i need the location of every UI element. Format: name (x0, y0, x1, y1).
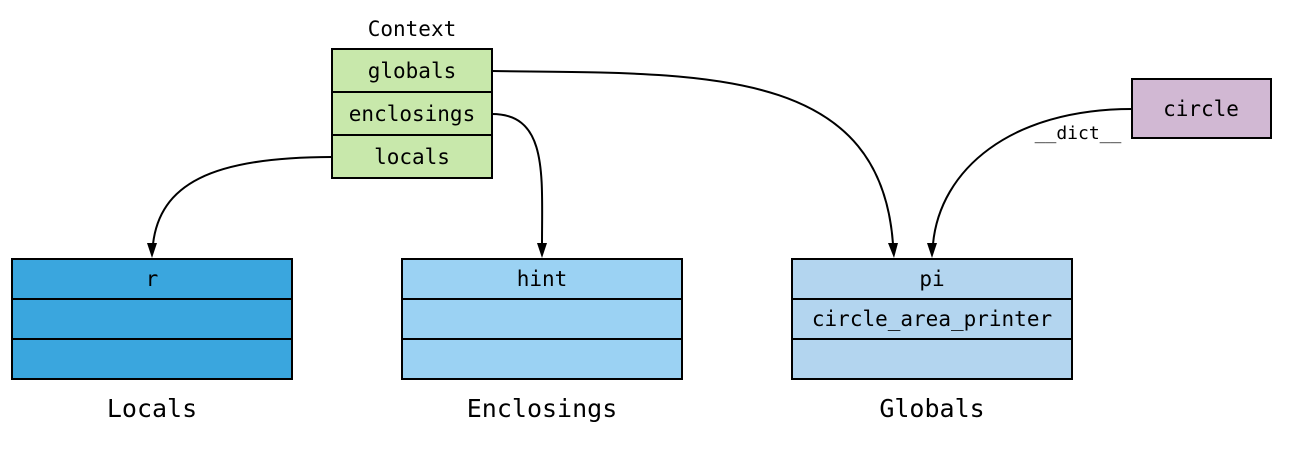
namespace-locals-cell (11, 258, 293, 300)
circle-node-label: circle (1163, 97, 1239, 121)
context-field-locals: locals (374, 145, 450, 169)
namespace-globals-cell (791, 298, 1073, 340)
namespace-locals-cell (11, 298, 293, 340)
edge-circle-dict-to-globals-ns (932, 108, 1133, 245)
namespace-enclosings-cell (401, 298, 683, 340)
arrowhead-globals (888, 243, 898, 258)
namespace-globals-entry: pi (919, 267, 944, 291)
namespace-globals-entry: circle_area_printer (812, 307, 1052, 331)
arrowhead-locals (147, 243, 157, 258)
circle-node: circle (1131, 78, 1272, 139)
arrowhead-circle-dict (927, 243, 937, 258)
namespace-enclosings-cell (401, 338, 683, 380)
context-field-locals-cell (331, 134, 493, 179)
namespace-globals-cell (791, 338, 1073, 380)
edges: __dict__ (147, 70, 1133, 258)
circle-node-box (1131, 78, 1272, 139)
edge-locals-to-locals-ns (152, 156, 333, 245)
namespace-locals-caption: Locals (107, 394, 197, 423)
namespace-locals-entry: r (146, 267, 159, 291)
context-title: Context (368, 17, 457, 41)
context-field-globals-cell (331, 48, 493, 93)
edge-enclosings-to-enclosings-ns (491, 113, 544, 245)
context-field-enclosings: enclosings (349, 102, 475, 126)
edge-label-dict: __dict__ (1035, 123, 1122, 144)
namespace-enclosings-caption: Enclosings (467, 394, 618, 423)
context-box: globals enclosings locals (331, 48, 493, 179)
context-field-enclosings-cell (331, 91, 493, 136)
namespace-enclosings-cell (401, 258, 683, 300)
namespace-globals-cell (791, 258, 1073, 300)
context-field-globals: globals (368, 59, 457, 83)
namespace-enclosings-entry: hint (517, 267, 568, 291)
arrowhead-enclosings (537, 243, 547, 258)
namespace-globals-caption: Globals (879, 394, 984, 423)
namespace-locals-cell (11, 338, 293, 380)
edge-globals-to-globals-ns (491, 70, 894, 245)
